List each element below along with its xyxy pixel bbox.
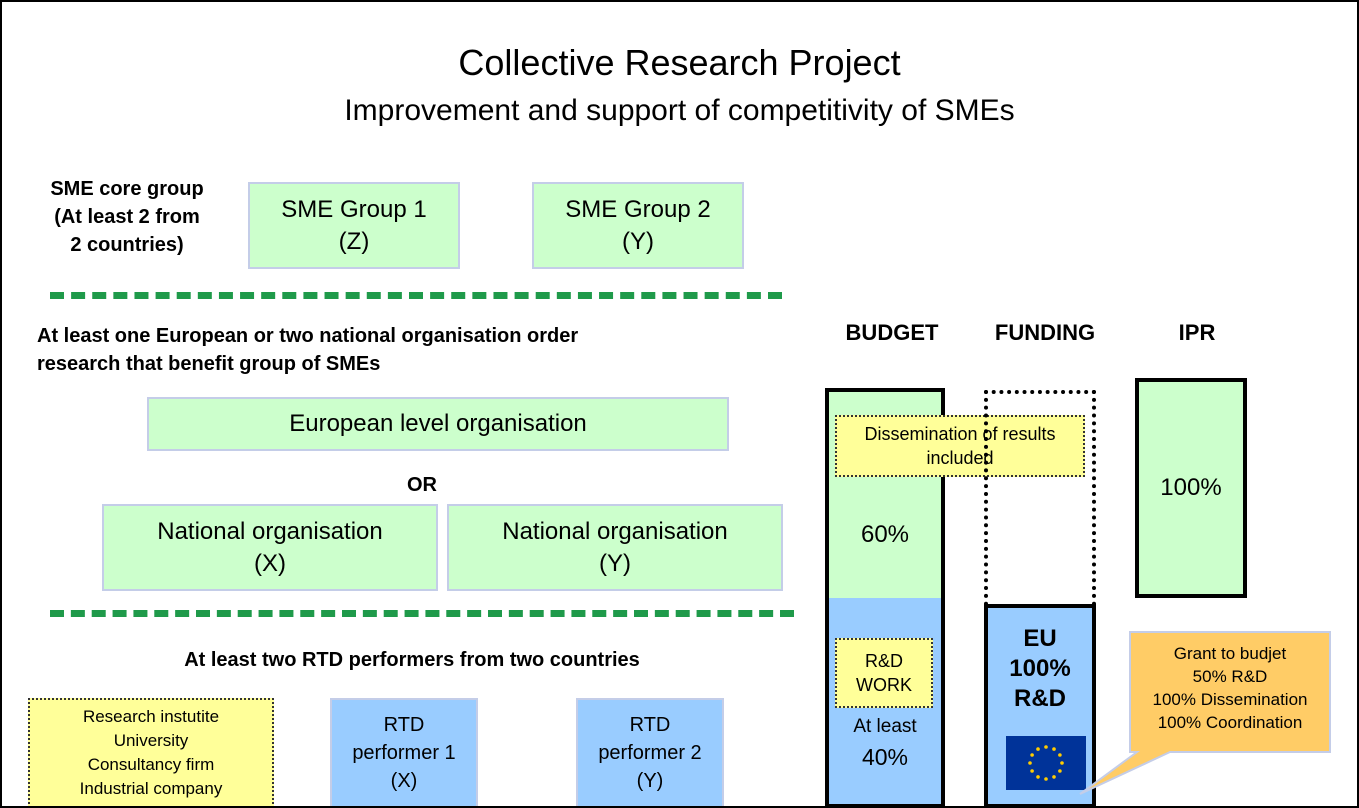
grant-callout-text: Grant to budjet 50% R&D 100% Disseminati… xyxy=(1152,644,1308,732)
rtd-performer-2-box: RTD performer 2 (Y) xyxy=(576,698,724,806)
eu-star xyxy=(1058,769,1062,773)
eu-star xyxy=(1030,753,1034,757)
or-label: OR xyxy=(407,474,437,496)
ipr-percent: 100% xyxy=(1160,474,1222,501)
eu-star xyxy=(1058,753,1062,757)
rtd-heading: At least two RTD performers from two cou… xyxy=(184,649,640,671)
funding-outline xyxy=(984,390,1096,606)
rd-work-label: R&D WORK xyxy=(835,638,933,708)
rtd-performer-1-box: RTD performer 1 (X) xyxy=(330,698,478,806)
sme-core-group-label: SME core group (At least 2 from 2 countr… xyxy=(50,178,204,256)
eu-star xyxy=(1030,769,1034,773)
dissemination-note: Dissemination of results included xyxy=(835,415,1085,477)
funding-eu-label: EU 100% R&D xyxy=(1009,625,1071,712)
eu-star xyxy=(1044,745,1048,749)
organisation-heading: At least one European or two national or… xyxy=(37,325,579,375)
national-organisation-2-box: National organisation (Y) xyxy=(447,504,783,591)
eu-star xyxy=(1036,747,1040,751)
eu-star xyxy=(1052,775,1056,779)
grant-callout-shape xyxy=(1079,631,1331,795)
title: Collective Research Project xyxy=(458,42,901,83)
budget-heading: BUDGET xyxy=(845,320,939,345)
eu-star xyxy=(1036,775,1040,779)
eu-star xyxy=(1028,761,1032,765)
funding-heading: FUNDING xyxy=(994,320,1096,345)
eu-star xyxy=(1060,761,1064,765)
national-organisation-1-box: National organisation (X) xyxy=(102,504,438,591)
budget-bottom-label: At least 40% xyxy=(853,716,917,770)
ipr-heading: IPR xyxy=(1178,320,1216,345)
sme-group-1-box: SME Group 1 (Z) xyxy=(248,182,460,269)
budget-top-percent: 60% xyxy=(860,521,910,548)
european-organisation-box: European level organisation xyxy=(147,397,729,451)
funding-eu-bar: EU 100% R&D xyxy=(984,604,1096,806)
sme-group-2-box: SME Group 2 (Y) xyxy=(532,182,744,269)
eu-star xyxy=(1044,777,1048,781)
eu-flag-icon xyxy=(1006,736,1086,790)
eu-star xyxy=(1052,747,1056,751)
section-separator xyxy=(50,292,782,299)
section-separator xyxy=(50,610,794,617)
rtd-examples-box: Research instutite University Consultanc… xyxy=(28,698,274,806)
subtitle: Improvement and support of competitivity… xyxy=(344,94,1015,127)
ipr-bar: 100% xyxy=(1135,378,1247,598)
